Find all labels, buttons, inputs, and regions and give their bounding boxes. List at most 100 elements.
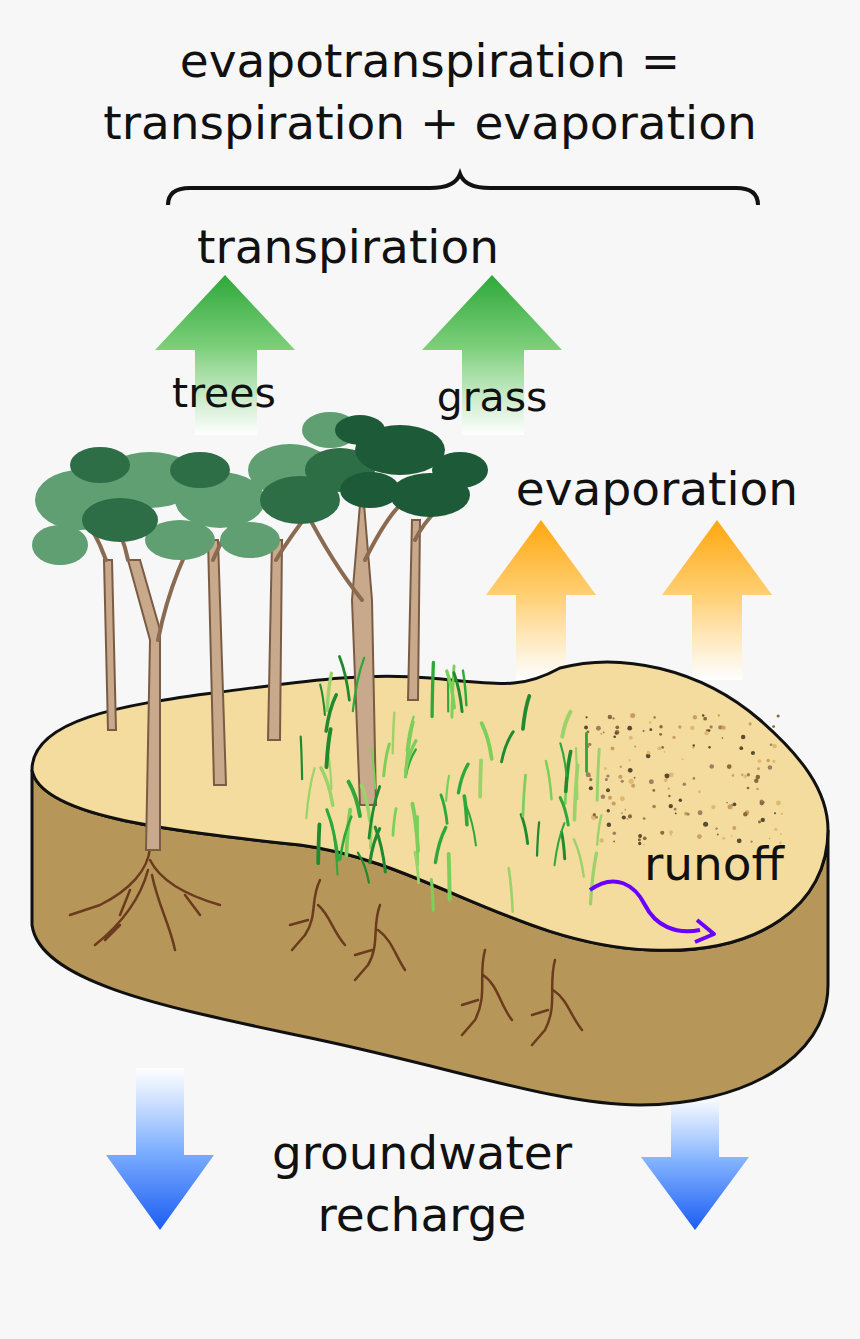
soil-grain	[668, 795, 671, 798]
grass-blade	[482, 723, 492, 759]
soil-grain	[678, 725, 681, 728]
grass-blade	[446, 776, 449, 801]
soil-grain	[741, 735, 745, 739]
grass-blade	[435, 827, 445, 862]
soil-grain	[757, 767, 760, 770]
soil-grain	[603, 732, 605, 734]
soil-grain	[610, 747, 614, 751]
grass-blade	[463, 671, 466, 706]
soil-grain	[649, 721, 652, 724]
soil-grain	[756, 788, 759, 791]
soil-grain	[766, 759, 769, 762]
soil-grain	[649, 779, 654, 784]
grass-blade	[393, 809, 396, 836]
soil-grain	[622, 815, 626, 819]
soil-grain	[608, 715, 612, 719]
soil-grain	[638, 842, 641, 845]
grass-blade	[509, 868, 513, 911]
soil-grain	[669, 804, 673, 808]
soil-grain	[615, 730, 620, 735]
soil-grain	[628, 759, 630, 761]
soil-grain	[693, 715, 697, 719]
soil-grain	[709, 764, 714, 769]
soil-grain	[631, 784, 635, 788]
soil-grain	[739, 746, 743, 750]
soil-grain	[747, 787, 750, 790]
soil-grain	[726, 802, 728, 804]
soil-grain	[756, 775, 761, 780]
soil-grain	[604, 767, 607, 770]
soil-grain	[661, 746, 664, 749]
soil-grain	[653, 716, 656, 719]
soil-grain	[708, 746, 710, 748]
soil-grain	[669, 773, 674, 778]
soil-grain	[718, 714, 720, 716]
soil-grain	[638, 838, 641, 841]
grass-blade	[562, 832, 565, 859]
soil-grain	[649, 728, 652, 731]
soil-grain	[596, 726, 601, 731]
grass-blade	[447, 671, 455, 708]
diagram-label: groundwater recharge	[232, 1122, 612, 1246]
soil-grain	[647, 751, 651, 755]
soil-grain	[629, 779, 634, 784]
soil-grain	[722, 737, 724, 739]
soil-grain	[612, 717, 614, 719]
grass-blade	[537, 822, 539, 855]
soil-grain	[747, 773, 750, 776]
grass-blade	[432, 662, 433, 716]
grass-blade	[346, 810, 350, 856]
soil-grain	[626, 818, 628, 820]
tree-trunks	[104, 480, 420, 850]
soil-grain	[634, 777, 636, 779]
soil-grain	[659, 725, 662, 728]
soil-grain	[728, 804, 733, 809]
soil-grain	[669, 830, 673, 834]
grass-blade	[370, 829, 380, 863]
soil-grain	[652, 805, 656, 809]
recharge-arrow	[641, 1095, 749, 1230]
grass-blade	[371, 748, 375, 788]
soil-grain	[770, 743, 773, 746]
soil-grain	[751, 751, 755, 755]
runoff-arrowhead	[695, 920, 714, 942]
grass-blade	[555, 823, 565, 865]
soil-grain	[693, 777, 696, 780]
soil-grain	[744, 775, 748, 779]
grass-blade	[523, 696, 529, 729]
grass-blade	[329, 757, 332, 789]
soil-grain	[711, 805, 715, 809]
soil-grain	[675, 813, 677, 815]
soil-grain	[664, 774, 669, 779]
soil-grain	[593, 813, 596, 816]
grass	[301, 656, 602, 911]
soil-grain	[607, 823, 612, 828]
soil-grain	[630, 713, 635, 718]
soil-grain	[741, 773, 743, 775]
grass-blade	[521, 815, 528, 844]
grass-blade	[415, 852, 419, 882]
soil-grain	[586, 772, 591, 777]
soil-grain	[721, 726, 725, 730]
soil-grain	[760, 801, 764, 805]
soil-grain	[774, 812, 776, 814]
diagram-label: transpiration	[138, 216, 558, 278]
grass-blade	[431, 880, 433, 911]
soil-grain	[715, 827, 717, 829]
soil-grain	[692, 746, 694, 748]
soil-grain	[704, 731, 708, 735]
grass-blade	[361, 785, 369, 820]
grass-blade	[326, 695, 336, 731]
soil-grain	[588, 743, 592, 747]
soil-grain	[621, 812, 623, 814]
soil-grain	[589, 778, 592, 781]
grass-blade	[326, 729, 330, 767]
grass-blade	[447, 854, 452, 899]
soil-grain	[607, 809, 610, 812]
soil-grain	[585, 716, 587, 718]
grass-blade	[560, 743, 566, 775]
soil-grain	[682, 758, 684, 760]
soil-grain	[749, 722, 752, 725]
soil-grain	[634, 745, 636, 747]
grass-blade	[478, 760, 483, 796]
